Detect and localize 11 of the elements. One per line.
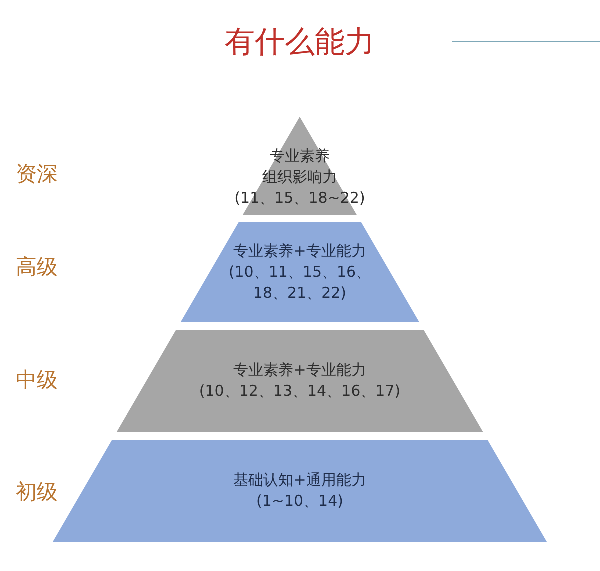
- level-label: 初级: [16, 479, 58, 506]
- level-label: 资深: [16, 161, 58, 188]
- level-label: 中级: [16, 367, 58, 394]
- tier-text: 专业素养+专业能力: [234, 360, 366, 381]
- item-numbers: (1~10、14): [256, 491, 344, 512]
- item-numbers: (10、12、13、14、16、17): [199, 381, 401, 402]
- title: 有什么能力: [224, 24, 376, 62]
- tier-text: 专业素养+专业能力: [234, 240, 366, 262]
- level-label: 高级: [16, 254, 58, 281]
- item-numbers: (10、11、15、16、18、21、22): [228, 262, 372, 304]
- tier-text: 基础认知+通用能力: [234, 470, 366, 491]
